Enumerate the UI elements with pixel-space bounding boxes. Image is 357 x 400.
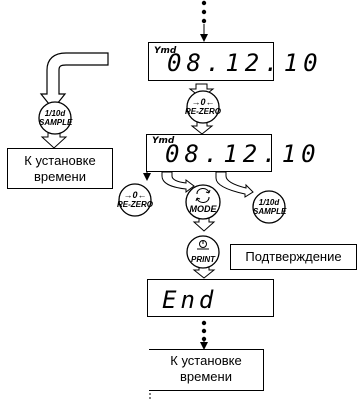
- display-3: End: [147, 279, 274, 317]
- display-value: 08.12.10: [165, 140, 321, 168]
- display-2: Ymd 08.12.10: [146, 134, 316, 172]
- mode-button-circle: [185, 184, 221, 220]
- sample-button-label: SAMPLE: [39, 118, 73, 127]
- hollow-arrow-bent: [39, 52, 109, 110]
- mode-indicator: Ymd: [154, 46, 177, 56]
- hollow-arrow-display2-to-sample2: [215, 171, 254, 198]
- hollow-arrow-display2-to-mode: [161, 171, 195, 193]
- to-time-setting-box-1: К установке времени: [7, 148, 113, 189]
- refresh-icon: [195, 188, 211, 203]
- to-time-setting-box-2: К установке времени: [149, 349, 264, 391]
- continuation-dots-bottom: [201, 320, 207, 342]
- rezero-button-label: RE-ZERO: [185, 107, 221, 116]
- zero-arrows-icon: →0←: [123, 190, 147, 200]
- continuation-dots-top: [201, 0, 207, 24]
- zero-arrows-icon: →0←: [191, 97, 215, 107]
- sample-button[interactable]: 1/10d SAMPLE: [39, 102, 73, 134]
- print-button-circle: [186, 235, 220, 269]
- rezero-button-circle: [186, 90, 220, 124]
- box-line-1: К установке: [24, 153, 96, 168]
- mode-button-label: MODE: [189, 204, 217, 214]
- mode-button[interactable]: MODE: [186, 185, 220, 219]
- sample2-button-top-label: 1/10d: [258, 198, 280, 207]
- box-line-2: времени: [34, 169, 86, 184]
- sample-button-circle: [38, 101, 72, 135]
- print-button[interactable]: PRINT: [187, 236, 219, 268]
- confirmation-box: Подтверждение: [230, 244, 357, 270]
- box-line-1: К установке: [170, 353, 242, 368]
- display-value: 08.12.10: [167, 49, 323, 77]
- sample-button-top-label: 1/10d: [44, 109, 66, 118]
- mode-indicator: Ymd: [152, 136, 175, 146]
- rezero2-button-label: RE-ZERO: [117, 200, 153, 209]
- display-value: End: [162, 286, 218, 314]
- rezero-button[interactable]: →0← RE-ZERO: [183, 91, 223, 123]
- printer-icon: [197, 240, 209, 250]
- box-line-2: времени: [180, 369, 232, 384]
- sample2-button[interactable]: 1/10d SAMPLE: [253, 191, 287, 223]
- confirmation-label: Подтверждение: [245, 249, 342, 264]
- rezero2-button-circle: [118, 183, 152, 217]
- print-button-label: PRINT: [191, 255, 215, 264]
- rezero2-button[interactable]: →0← RE-ZERO: [115, 184, 155, 216]
- display-1: Ymd 08.12.10: [148, 42, 318, 81]
- sample2-button-label: SAMPLE: [253, 207, 287, 216]
- sample2-button-circle: [252, 190, 286, 224]
